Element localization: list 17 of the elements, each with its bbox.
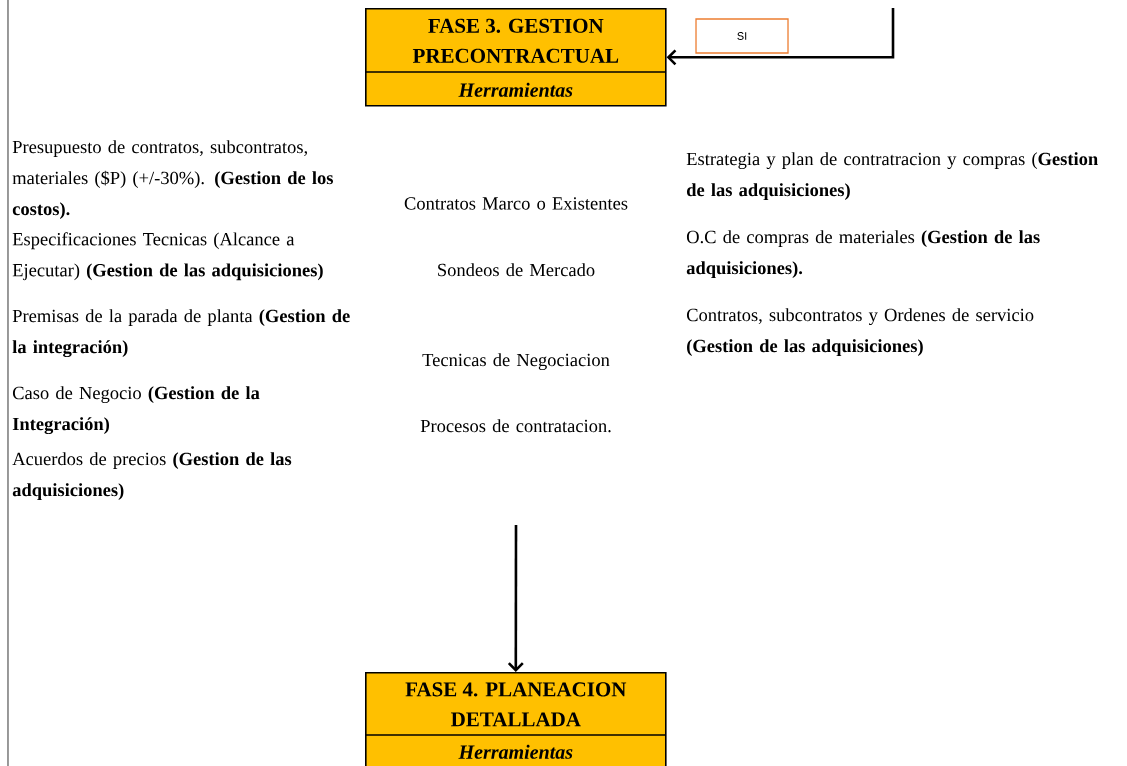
note-text: Sondeos de Mercado: [438, 263, 595, 277]
arrow: [507, 525, 524, 672]
note-text: Contratos Marco o Existentes: [404, 197, 628, 210]
note-text: O.C de compras de materiales (Gestion de las adquisiciones).: [686, 230, 1040, 278]
note-text: Procesos de contratacion.: [420, 419, 611, 433]
note-text: Acuerdos de precios (Gestion de las adquisiciones): [12, 452, 292, 500]
phase-box: FASE 3. GESTION PRECONTRACTUAL Herramientas: [364, 8, 667, 107]
note-text: Especificaciones Tecnicas (Alcance a Ejecutar) (Gestion de las adquisiciones): [12, 232, 323, 281]
note-text: Premisas de la parada de planta (Gestion de la integración): [12, 309, 350, 358]
note-text: Presupuesto de contratos, subcontratos, materiales ($P) (+/-30%). (Gestion de los costos).: [12, 140, 333, 219]
note-text: Estrategia y plan de contratracion y compras (Gestion de las adquisiciones): [686, 152, 1098, 200]
phase-box: FASE 4. PLANEACION DETALLADA Herramientas: [364, 672, 667, 766]
note-text: Contratos, subcontratos y Ordenes de servicio (Gestion de las adquisiciones): [686, 308, 1034, 356]
note-text: Tecnicas de Negociacion: [422, 353, 610, 371]
edge-label: SI: [695, 18, 789, 54]
arrow: [666, 8, 895, 66]
note-text: Caso de Negocio (Gestion de la Integración): [12, 386, 260, 435]
